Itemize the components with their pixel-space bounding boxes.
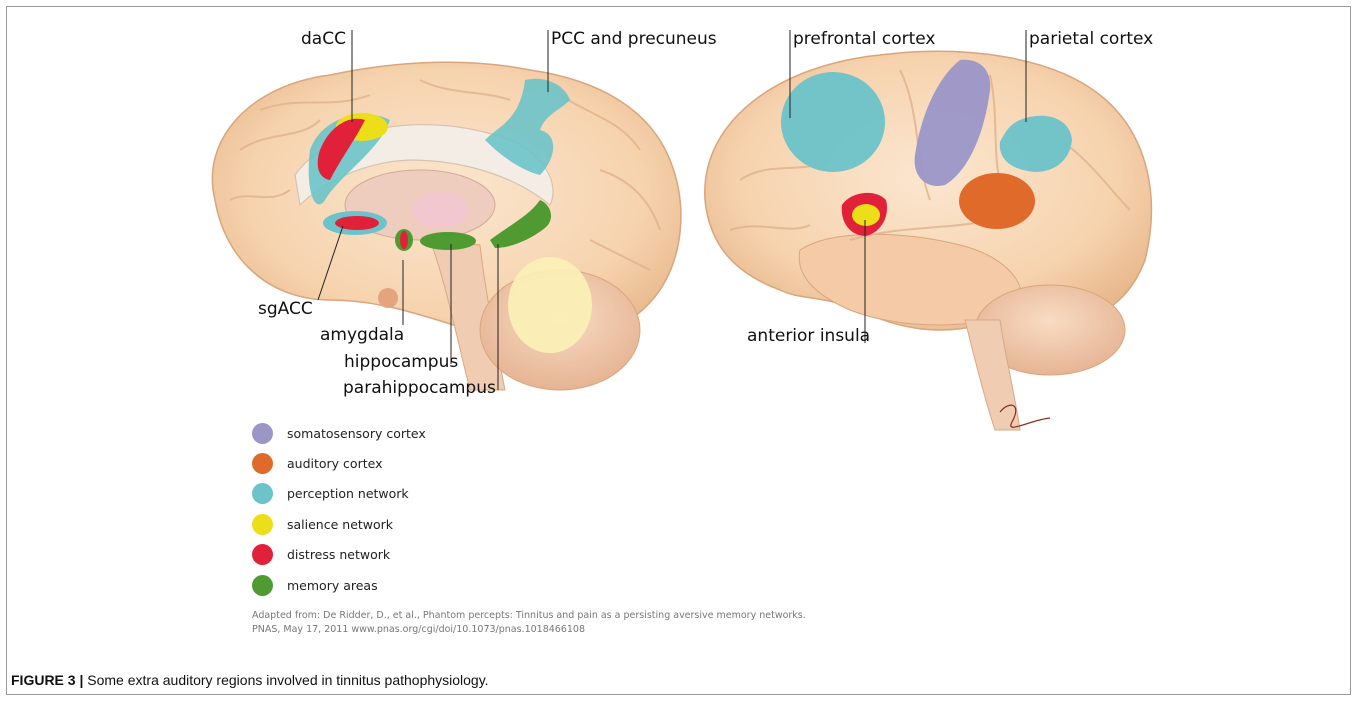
label-parietal-cortex: parietal cortex <box>1029 29 1153 49</box>
credit-line-1: Adapted from: De Ridder, D., et al., Pha… <box>252 609 806 623</box>
legend-swatch-somatosensory <box>252 423 273 444</box>
legend-label: perception network <box>287 486 409 501</box>
legend-item: salience network <box>252 509 426 539</box>
legend-label: auditory cortex <box>287 456 382 471</box>
legend-item: distress network <box>252 540 426 570</box>
label-prefrontal-cortex: prefrontal cortex <box>793 29 935 49</box>
legend-label: somatosensory cortex <box>287 426 426 441</box>
legend-swatch-memory <box>252 575 273 596</box>
caption-text: Some extra auditory regions involved in … <box>83 672 488 688</box>
label-anterior-insula: anterior insula <box>747 326 870 346</box>
legend-item: memory areas <box>252 570 426 600</box>
label-sgacc: sgACC <box>258 299 313 319</box>
label-dacc: daCC <box>301 29 346 49</box>
label-pcc-precuneus: PCC and precuneus <box>551 29 717 49</box>
sagittal-brain <box>212 62 681 390</box>
legend: somatosensory cortex auditory cortex per… <box>252 418 426 600</box>
legend-item: auditory cortex <box>252 448 426 478</box>
legend-label: memory areas <box>287 578 378 593</box>
legend-label: salience network <box>287 517 393 532</box>
lateral-brain <box>705 51 1152 430</box>
legend-swatch-salience <box>252 514 273 535</box>
legend-item: somatosensory cortex <box>252 418 426 448</box>
legend-swatch-perception <box>252 483 273 504</box>
legend-item: perception network <box>252 479 426 509</box>
legend-label: distress network <box>287 547 390 562</box>
legend-swatch-distress <box>252 544 273 565</box>
legend-swatch-auditory <box>252 453 273 474</box>
label-parahippocampus: parahippocampus <box>343 378 496 398</box>
source-credit: Adapted from: De Ridder, D., et al., Pha… <box>252 609 806 637</box>
figure-caption: FIGURE 3 | Some extra auditory regions i… <box>11 672 489 688</box>
caption-prefix: FIGURE 3 | <box>11 672 83 688</box>
label-hippocampus: hippocampus <box>344 352 458 372</box>
label-amygdala: amygdala <box>320 325 404 345</box>
credit-line-2: PNAS, May 17, 2011 www.pnas.org/cgi/doi/… <box>252 623 806 637</box>
